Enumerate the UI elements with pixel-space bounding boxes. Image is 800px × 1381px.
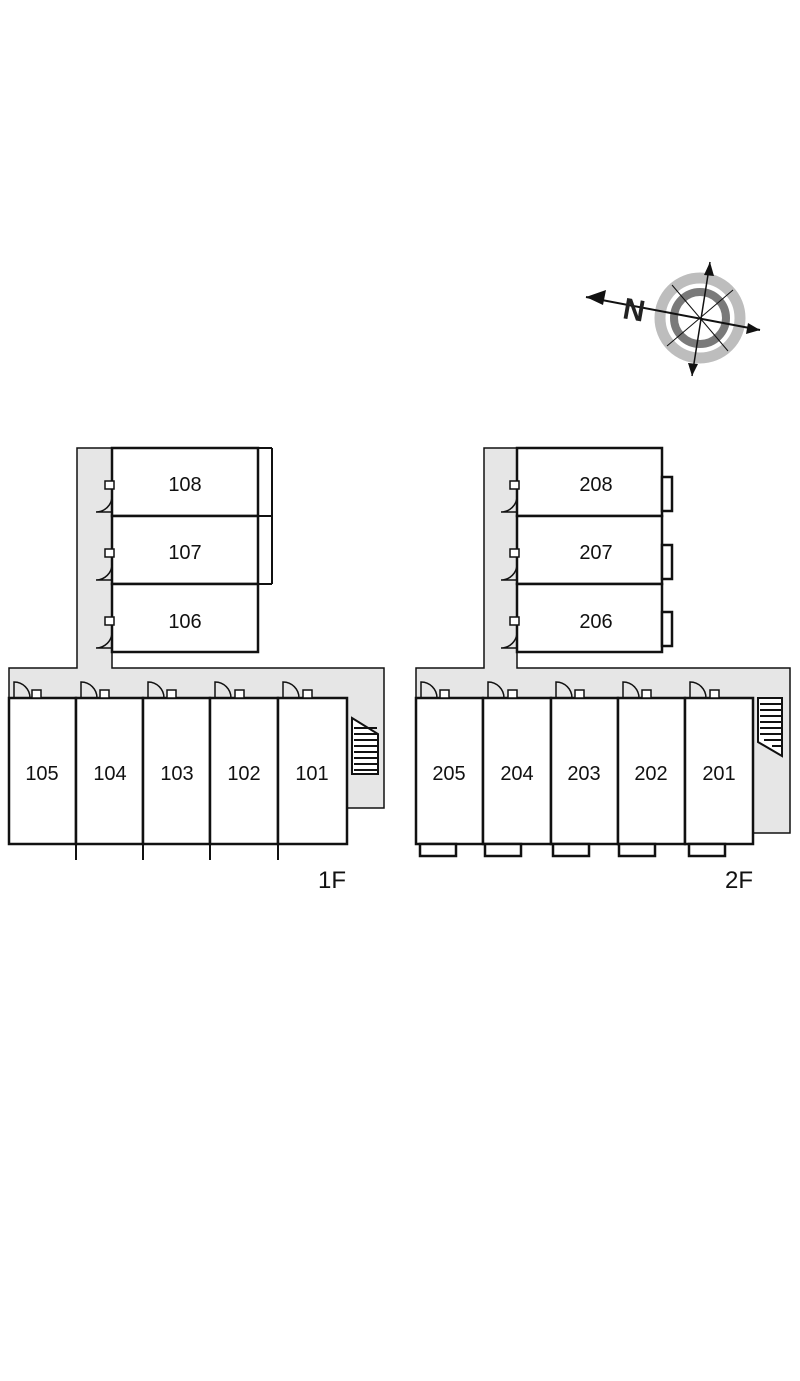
balcony bbox=[418, 842, 458, 858]
unit-103-room bbox=[141, 696, 212, 846]
meter-box-icon bbox=[574, 689, 585, 699]
compass-outer-ring bbox=[654, 272, 746, 364]
floor-label: 1F bbox=[318, 867, 346, 894]
door-icon bbox=[95, 563, 113, 581]
floor-2-bottom-balconies bbox=[418, 842, 727, 858]
unit-label: 207 bbox=[579, 542, 612, 564]
meter-box-icon bbox=[99, 689, 110, 699]
door-icon bbox=[487, 681, 505, 699]
floor-1-top-wall-ticks bbox=[258, 447, 273, 585]
meter-box-icon bbox=[302, 689, 313, 699]
meter-box-icon bbox=[439, 689, 450, 699]
compass-north-axis bbox=[585, 296, 761, 331]
compass-axis-arrowhead bbox=[688, 363, 698, 376]
door-icon bbox=[500, 631, 518, 649]
meter-box-icon bbox=[509, 548, 520, 558]
unit-label: 107 bbox=[168, 542, 201, 564]
meter-box-icon bbox=[709, 689, 720, 699]
door-icon bbox=[555, 681, 573, 699]
meter-box-icon bbox=[507, 689, 518, 699]
unit-208-room bbox=[515, 446, 664, 518]
unit-label: 201 bbox=[702, 763, 735, 785]
balcony bbox=[617, 842, 657, 858]
unit-101-room bbox=[276, 696, 349, 846]
floor-2-top-balconies bbox=[660, 475, 674, 648]
compass-axis-arrowhead bbox=[704, 262, 714, 276]
unit-label: 104 bbox=[93, 763, 126, 785]
compass-south-arrowhead bbox=[746, 323, 760, 334]
floor-label: 2F bbox=[725, 867, 753, 894]
meter-box-icon bbox=[104, 480, 115, 490]
unit-label: 101 bbox=[295, 763, 328, 785]
balcony bbox=[551, 842, 591, 858]
door-icon bbox=[500, 495, 518, 513]
door-icon bbox=[689, 681, 707, 699]
compass-diagonal-line bbox=[666, 289, 734, 347]
unit-label: 105 bbox=[25, 763, 58, 785]
unit-108-room bbox=[110, 446, 260, 518]
unit-102-room bbox=[208, 696, 280, 846]
meter-box-icon bbox=[166, 689, 177, 699]
unit-204-room bbox=[481, 696, 553, 846]
door-icon bbox=[147, 681, 165, 699]
floor-1-top-doors bbox=[95, 480, 115, 649]
balcony bbox=[687, 842, 727, 858]
floor-1-plan: 108 107 106 105 104 103 102 101 1F bbox=[7, 446, 385, 894]
unit-label: 102 bbox=[227, 763, 260, 785]
unit-label: 206 bbox=[579, 611, 612, 633]
meter-box-icon bbox=[234, 689, 245, 699]
compass-north-arrowhead bbox=[586, 290, 606, 305]
door-icon bbox=[95, 495, 113, 513]
floor-1-bottom-wall-ticks bbox=[75, 844, 279, 860]
compass-north-letter: N bbox=[620, 292, 647, 328]
balcony bbox=[660, 610, 674, 648]
unit-label: 108 bbox=[168, 474, 201, 496]
north-compass-icon: N bbox=[585, 261, 761, 377]
floor-1-bottom-doors bbox=[13, 681, 313, 699]
unit-label: 205 bbox=[432, 763, 465, 785]
compass-inner-ring bbox=[670, 288, 730, 348]
door-icon bbox=[13, 681, 31, 699]
balcony bbox=[483, 842, 523, 858]
unit-label: 208 bbox=[579, 474, 612, 496]
door-icon bbox=[420, 681, 438, 699]
unit-label: 106 bbox=[168, 611, 201, 633]
meter-box-icon bbox=[641, 689, 652, 699]
door-icon bbox=[214, 681, 232, 699]
balcony bbox=[660, 475, 674, 513]
door-icon bbox=[622, 681, 640, 699]
meter-box-icon bbox=[31, 689, 42, 699]
meter-box-icon bbox=[104, 616, 115, 626]
floor-1-stairs-icon bbox=[351, 716, 379, 775]
meter-box-icon bbox=[104, 548, 115, 558]
door-icon bbox=[80, 681, 98, 699]
floor-2-plan: 208 207 206 205 204 203 202 201 2F bbox=[414, 446, 791, 894]
meter-box-icon bbox=[509, 480, 520, 490]
door-icon bbox=[282, 681, 300, 699]
unit-label: 202 bbox=[634, 763, 667, 785]
unit-201-room bbox=[683, 696, 755, 846]
unit-label: 203 bbox=[567, 763, 600, 785]
door-icon bbox=[500, 563, 518, 581]
unit-label: 103 bbox=[160, 763, 193, 785]
unit-202-room bbox=[616, 696, 687, 846]
unit-label: 204 bbox=[500, 763, 533, 785]
door-icon bbox=[95, 631, 113, 649]
balcony bbox=[660, 543, 674, 581]
meter-box-icon bbox=[509, 616, 520, 626]
floor-2-top-doors bbox=[500, 480, 520, 649]
floor-2-stairs-icon bbox=[757, 697, 783, 758]
floor-2-bottom-doors bbox=[420, 681, 720, 699]
